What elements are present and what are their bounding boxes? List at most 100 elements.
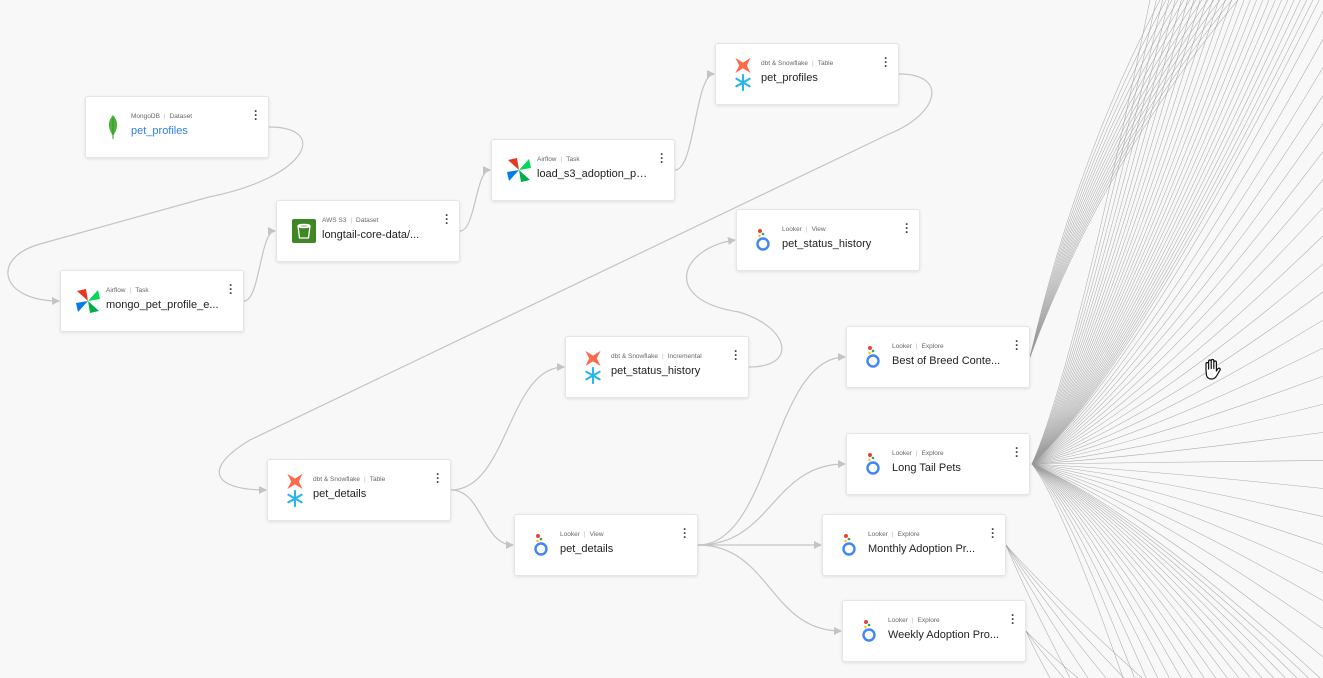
node-pet-profiles[interactable]: MongoDB|Dataset pet_profiles ···: [85, 96, 269, 158]
kebab-menu-icon[interactable]: ···: [683, 522, 687, 544]
fan-line: [1031, 375, 1323, 465]
node-pet-details[interactable]: Looker|View pet_details ···: [514, 514, 698, 576]
node-label: pet_details: [560, 543, 614, 555]
fan-line: [1031, 463, 1147, 678]
node-long-tail-pets[interactable]: Looker|Explore Long Tail Pets ···: [846, 433, 1030, 495]
node-label: pet_status_history: [782, 238, 872, 250]
node-meta: Looker|View: [560, 531, 604, 538]
node-pet-details[interactable]: dbt & Snowflake|Table pet_details ···: [267, 459, 451, 521]
fan-line: [1031, 319, 1323, 465]
fan-line: [1031, 463, 1309, 678]
node-source: MongoDB: [131, 113, 160, 120]
looker-icon: [756, 229, 770, 251]
fan-line: [1031, 463, 1182, 678]
kebab-menu-icon[interactable]: ···: [254, 104, 258, 126]
fan-line: [1031, 463, 1251, 678]
node-pet-status-history[interactable]: dbt & Snowflake|Incremental pet_status_h…: [565, 336, 749, 398]
leaf-icon: [108, 115, 118, 139]
edge-n9-n13: [697, 544, 842, 635]
node-kind: Explore: [921, 343, 944, 350]
fan-line: [1031, 0, 1163, 465]
fan-line: [1031, 463, 1286, 678]
kebab-menu-icon[interactable]: ···: [445, 208, 449, 230]
node-label[interactable]: pet_profiles: [131, 125, 188, 137]
node-icon: [506, 152, 532, 188]
fan-line: [1031, 0, 1201, 465]
fan-line: [1031, 0, 1307, 465]
fan-line: [1005, 544, 1089, 678]
fan-line: [1031, 463, 1323, 630]
fan-line: [1029, 0, 1191, 358]
fan-line: [1031, 463, 1321, 678]
looker-icon: [534, 534, 548, 556]
kebab-menu-icon[interactable]: ···: [660, 147, 664, 169]
node-text: dbt & Snowflake|Table pet_profiles: [761, 59, 874, 84]
fan-line: [1031, 0, 1276, 465]
node-monthly-adoption-pr[interactable]: Looker|Explore Monthly Adoption Pr... ··…: [822, 514, 1006, 576]
node-kind: Table: [817, 60, 834, 67]
node-icon: [529, 527, 555, 563]
node-kind: Incremental: [667, 353, 702, 360]
node-pet-profiles[interactable]: dbt & Snowflake|Table pet_profiles ···: [715, 43, 899, 105]
node-kind: View: [589, 531, 604, 538]
node-kind: Explore: [917, 617, 940, 624]
node-longtail-core-data[interactable]: AWS S3|Dataset longtail-core-data/... ··…: [276, 200, 460, 262]
node-best-of-breed-conte[interactable]: Looker|Explore Best of Breed Conte... ··…: [846, 326, 1030, 388]
node-icon: [291, 213, 317, 249]
node-weekly-adoption-pro[interactable]: Looker|Explore Weekly Adoption Pro... ··…: [842, 600, 1026, 662]
node-pet-status-history[interactable]: Looker|View pet_status_history ···: [736, 209, 920, 271]
kebab-menu-icon[interactable]: ···: [1011, 608, 1015, 630]
fan-line: [1031, 0, 1226, 465]
node-mongo-pet-profile-e[interactable]: Airflow|Task mongo_pet_profile_e... ···: [60, 270, 244, 332]
node-label: Best of Breed Conte...: [892, 355, 1001, 367]
kebab-menu-icon[interactable]: ···: [1015, 334, 1019, 356]
fan-line: [1031, 463, 1263, 678]
node-text: MongoDB|Dataset pet_profiles: [131, 112, 244, 137]
fan-line: [1031, 179, 1323, 465]
node-meta: AWS S3|Dataset: [322, 217, 379, 224]
edge-n9-n11: [697, 460, 846, 546]
fan-line: [1031, 463, 1135, 678]
fan-line: [1031, 0, 1314, 465]
node-source: Looker: [892, 450, 912, 457]
node-text: Looker|Explore Long Tail Pets: [892, 449, 1005, 474]
pinwheel-icon: [76, 289, 100, 313]
node-text: dbt & Snowflake|Table pet_details: [313, 475, 426, 500]
fan-line: [1005, 544, 1107, 678]
fan-line: [1031, 123, 1323, 465]
node-source: Looker: [868, 531, 888, 538]
kebab-menu-icon[interactable]: ···: [991, 522, 995, 544]
node-load-s3-adoption-pe[interactable]: Airflow|Task load_s3_adoption_pe... ···: [491, 139, 675, 201]
node-text: Airflow|Task mongo_pet_profile_e...: [106, 286, 219, 311]
fan-line: [1029, 0, 1167, 358]
kebab-menu-icon[interactable]: ···: [734, 344, 738, 366]
fan-line: [1031, 0, 1232, 465]
node-kind: Explore: [897, 531, 920, 538]
fan-line: [1031, 0, 1207, 465]
fan-line: [1031, 263, 1323, 465]
edge-n1-n2: [7, 126, 304, 305]
fan-line: [1031, 463, 1323, 517]
fan-line: [1025, 630, 1051, 678]
kebab-menu-icon[interactable]: ···: [905, 217, 909, 239]
fan-line: [1029, 0, 1221, 358]
fan-line: [1031, 0, 1251, 465]
node-meta: Looker|Explore: [892, 343, 944, 350]
kebab-menu-icon[interactable]: ···: [436, 467, 440, 489]
kebab-menu-icon[interactable]: ···: [884, 51, 888, 73]
fan-line: [1031, 463, 1170, 678]
fan-line: [1029, 0, 1209, 358]
fan-line: [1005, 544, 1143, 678]
node-source: Airflow: [537, 156, 557, 163]
fan-line: [1031, 151, 1323, 465]
dbt-snowflake-icon: [585, 350, 601, 385]
kebab-menu-icon[interactable]: ···: [1015, 441, 1019, 463]
fan-line: [1031, 404, 1323, 465]
fan-line: [1029, 0, 1179, 358]
fan-line: [1031, 347, 1323, 465]
kebab-menu-icon[interactable]: ···: [229, 278, 233, 300]
fan-line: [1031, 463, 1124, 678]
node-icon: [75, 283, 101, 319]
node-source: Airflow: [106, 287, 126, 294]
